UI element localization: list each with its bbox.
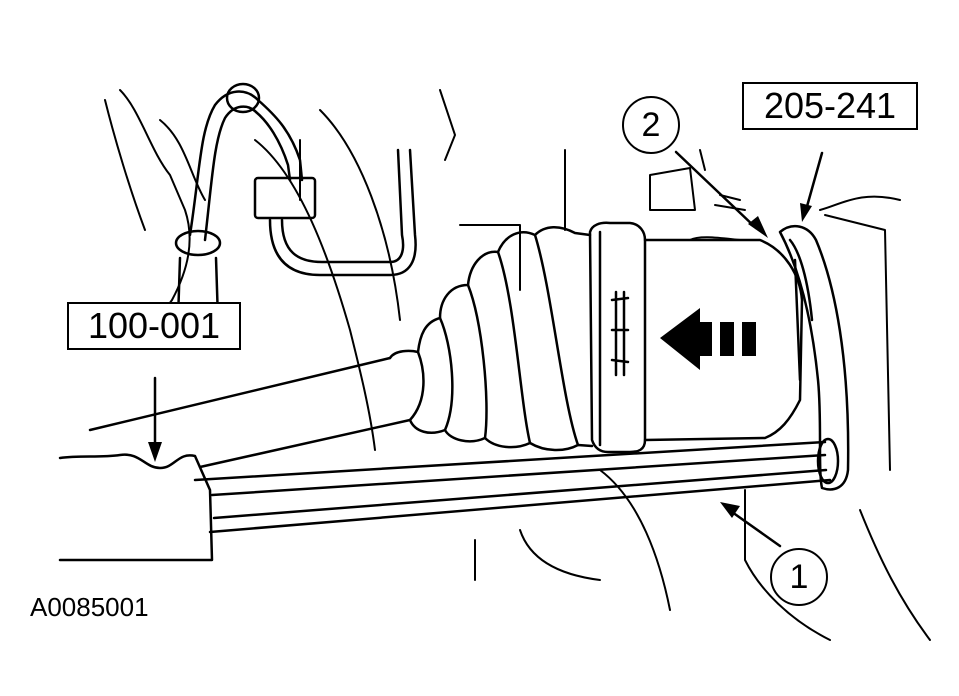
- slide-hammer-100-001: [58, 437, 840, 562]
- brake-line: [174, 82, 417, 322]
- tool-label-205-241: 205-241: [742, 82, 918, 130]
- background-chassis: [104, 89, 931, 641]
- callout-2: 2: [622, 96, 680, 154]
- leader-arrowheads: [148, 203, 812, 518]
- tool-label-100-001: 100-001: [67, 302, 241, 350]
- cv-joint-housing: [588, 221, 804, 454]
- leader-205-241: [804, 151, 824, 212]
- leader-lines: [153, 150, 824, 548]
- drive-shaft: [88, 356, 412, 469]
- leader-callout-2: [674, 150, 758, 230]
- direction-arrow: [660, 308, 756, 370]
- callout-1: 1: [770, 548, 828, 606]
- figure-id: A0085001: [30, 592, 149, 622]
- leader-callout-1: [730, 510, 782, 548]
- remover-tool-205-241: [778, 224, 850, 491]
- cv-boot: [388, 226, 594, 452]
